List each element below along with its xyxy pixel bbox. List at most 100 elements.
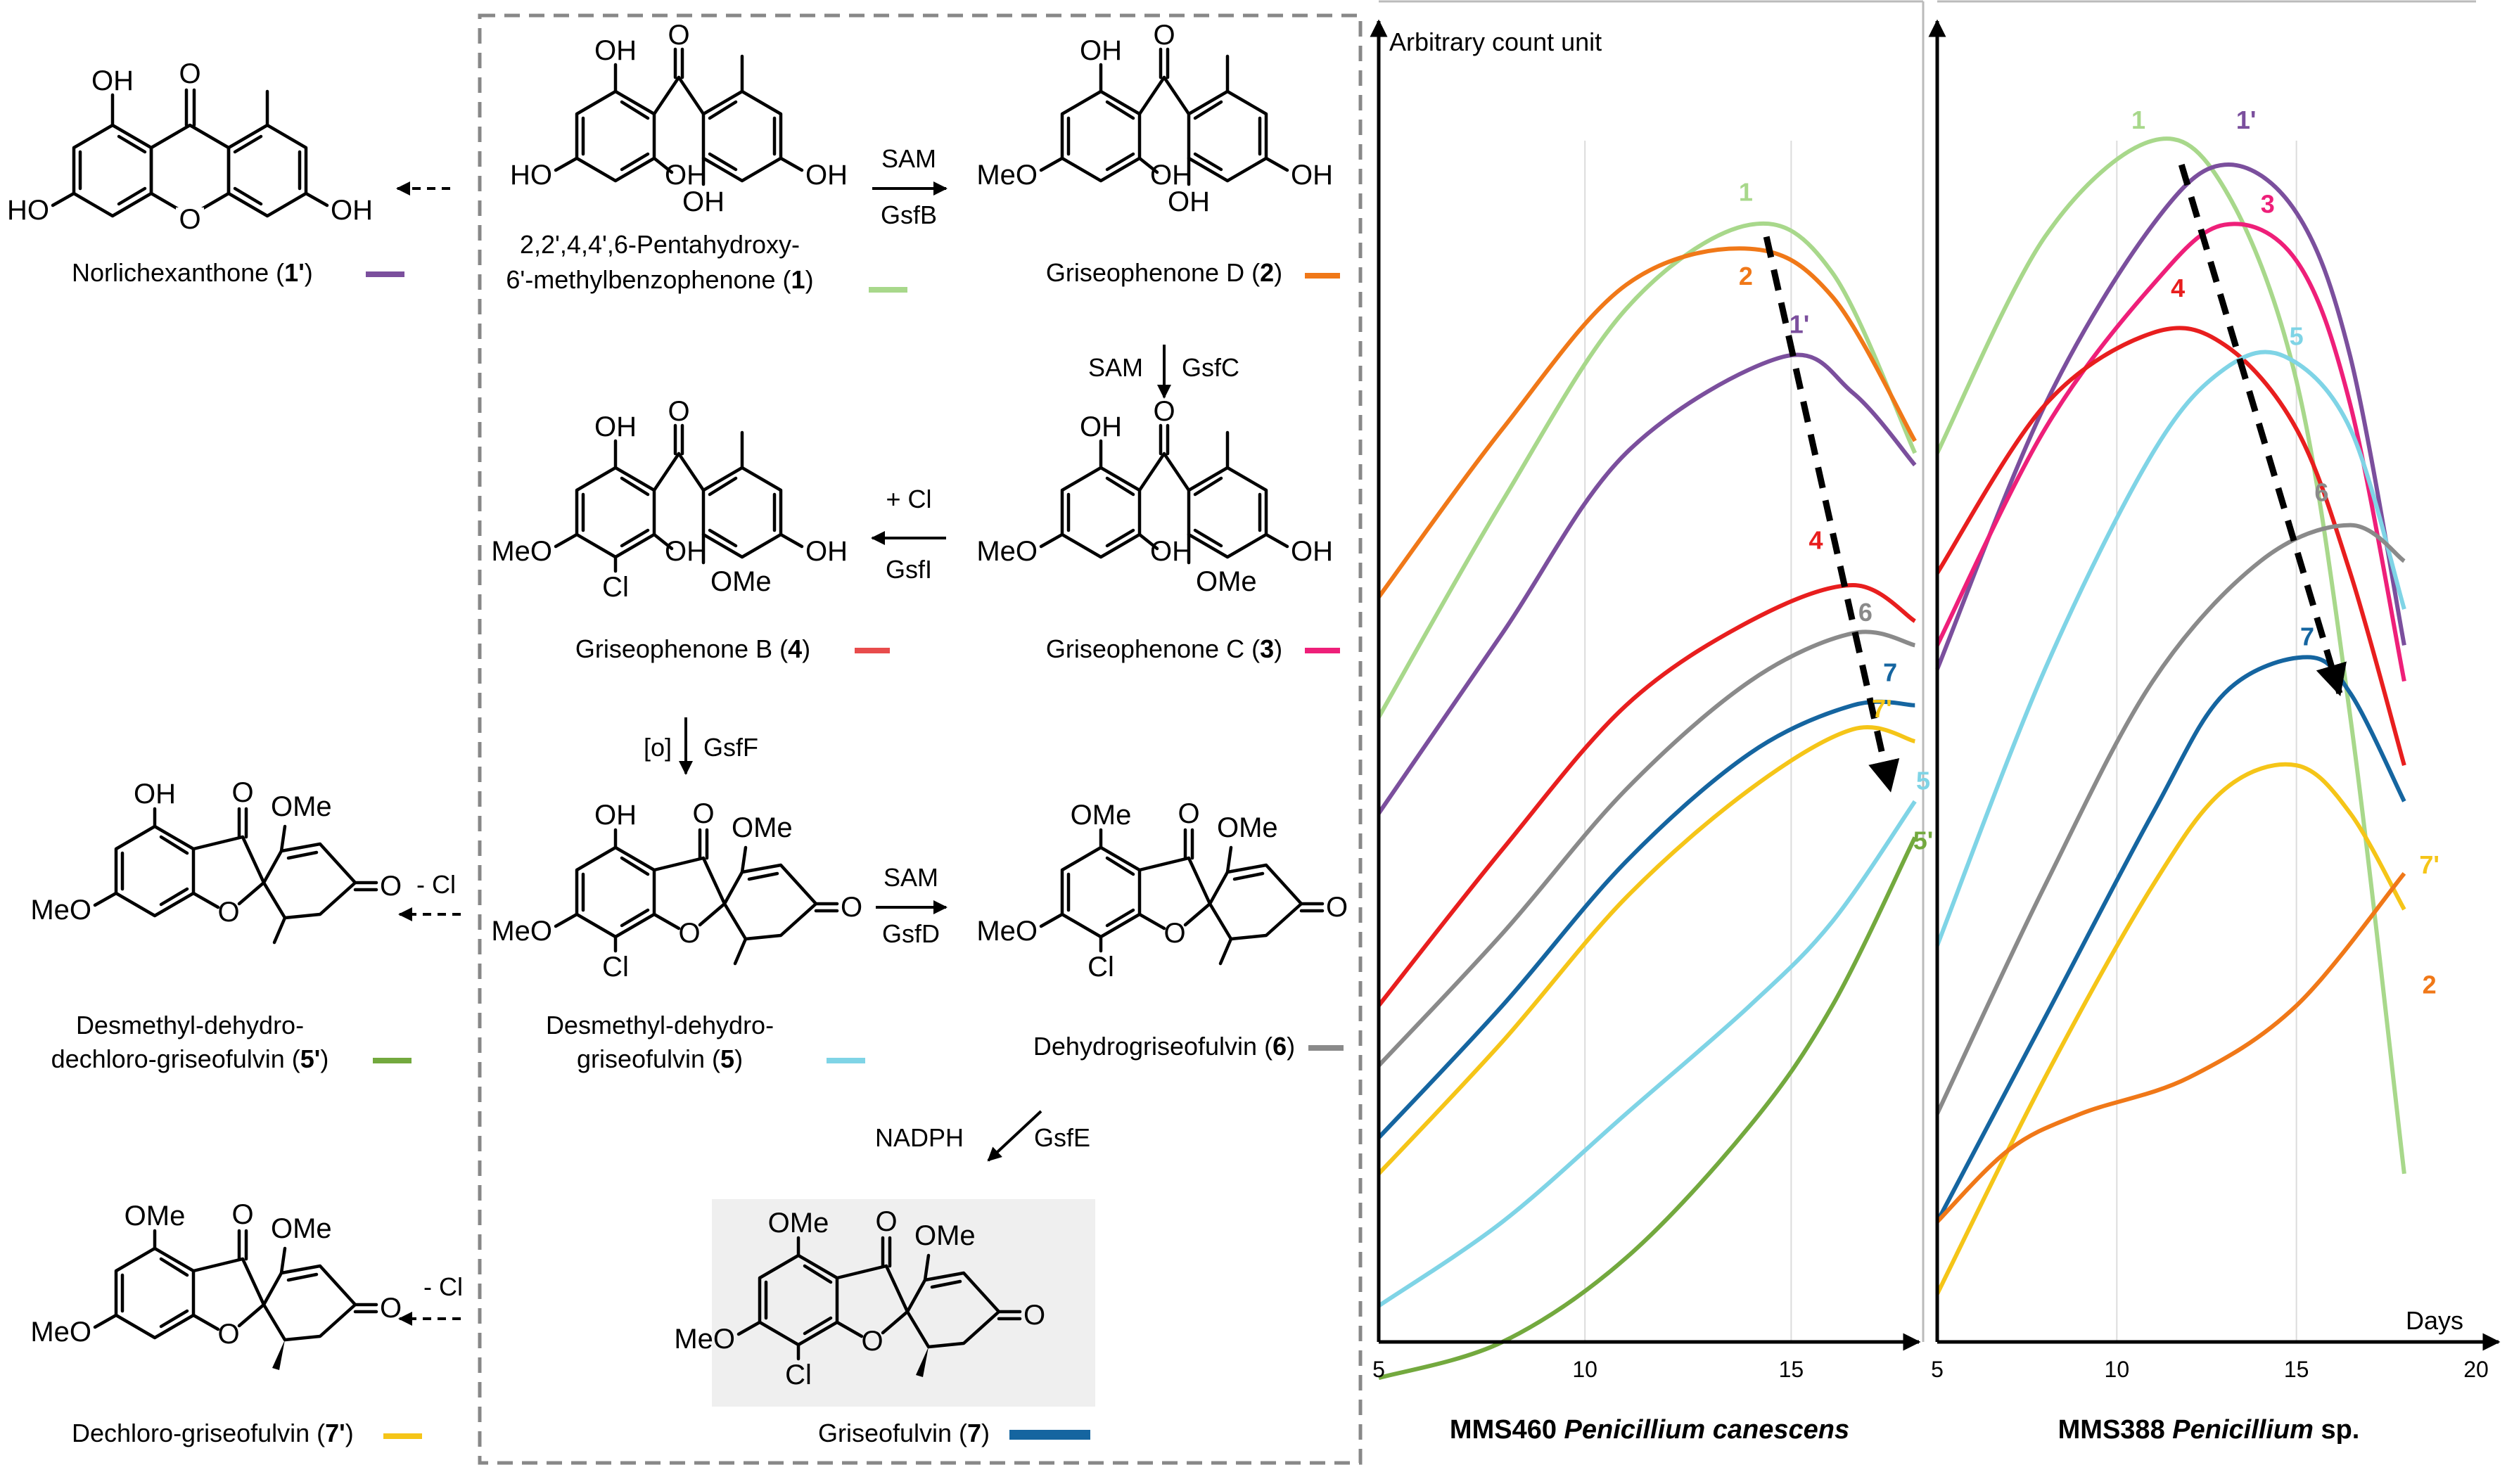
compound-5-structure <box>554 828 839 966</box>
compound-3-structure <box>1039 423 1289 565</box>
atom-ome: OMe <box>768 1208 829 1239</box>
series-line-7 <box>1935 655 2406 1223</box>
atom-ho: HO <box>7 195 49 226</box>
reagent-cl: + Cl <box>886 485 931 513</box>
atom-oh: OH <box>91 65 134 96</box>
compound-3-label: Griseophenone C (3) <box>1046 634 1282 663</box>
series-label: 1' <box>2236 105 2257 134</box>
atom-o: O <box>1326 892 1348 923</box>
enzyme-gsfd: GsfD <box>882 919 940 948</box>
atom-oh: OH <box>1080 35 1122 66</box>
atom-meo: MeO <box>976 916 1038 947</box>
atom-o: O <box>217 897 239 928</box>
compound-2-structure <box>1039 47 1289 186</box>
series-label: 2 <box>2423 971 2437 999</box>
atom-ome: OMe <box>1217 812 1278 843</box>
enzyme-gsfi: GsfI <box>886 555 932 584</box>
series-line-6 <box>1377 629 1916 1068</box>
compound-1-label: 6'-methylbenzophenone (1) <box>506 265 813 294</box>
x-tick-label: 5 <box>1372 1357 1385 1382</box>
atom-cl: Cl <box>1087 952 1114 983</box>
x-axis-title: Days <box>2406 1306 2463 1335</box>
series-line-4 <box>1935 326 2406 767</box>
atom-o: O <box>217 1319 239 1350</box>
atom-o: O <box>861 1326 883 1357</box>
chart-title: MMS460 Penicillium canescens <box>1450 1415 1849 1445</box>
reagent-sam: SAM <box>1088 353 1143 382</box>
series-label: 5 <box>1916 766 1930 795</box>
atom-o: O <box>1023 1300 1045 1331</box>
series-label: 4 <box>1809 526 1823 555</box>
series-label: 7 <box>2300 622 2314 651</box>
atom-oh: OH <box>805 536 848 567</box>
trend-arrow <box>2178 163 2347 696</box>
series-lines <box>1377 221 1918 1381</box>
series-line-1 <box>1935 136 2406 1175</box>
atom-oh: OH <box>1080 411 1122 442</box>
atom-ome: OMe <box>271 1213 332 1244</box>
compound-4-structure <box>554 423 804 573</box>
x-tick-label: 10 <box>2105 1357 2130 1382</box>
atom-o: O <box>1153 20 1175 51</box>
reagent-oxidation: [o] <box>644 733 672 762</box>
atom-o: O <box>231 1199 253 1230</box>
series-line-2 <box>1935 872 2406 1224</box>
x-tick-label: 15 <box>1779 1357 1804 1382</box>
atom-o: O <box>668 20 689 51</box>
atom-oh: OH <box>1168 186 1210 217</box>
atom-cl: Cl <box>602 572 629 603</box>
atom-meo: MeO <box>976 536 1038 567</box>
series-line-6 <box>1935 523 2406 1115</box>
atom-ome: OMe <box>1196 566 1257 597</box>
atom-meo: MeO <box>674 1324 735 1355</box>
pathway-panel: O O OH HO OH Norlichexanthone (1') O OH … <box>7 13 1363 1465</box>
atom-oh: OH <box>134 779 176 810</box>
atom-o: O <box>1163 918 1185 949</box>
series-line-5 <box>1935 350 2406 947</box>
reagent-sam: SAM <box>883 863 938 892</box>
dechlorination-label: - Cl <box>423 1272 463 1301</box>
x-tick-label: 5 <box>1931 1357 1944 1382</box>
atom-o: O <box>179 58 200 89</box>
compound-5p-label: dechloro-griseofulvin (5') <box>51 1044 329 1073</box>
atom-o: O <box>841 892 862 923</box>
atom-oh: OH <box>665 160 707 191</box>
compound-5-label: griseofulvin (5) <box>577 1044 743 1073</box>
atom-o: O <box>179 204 200 235</box>
trend-arrow <box>1763 236 1900 793</box>
series-label: 1' <box>1790 309 1810 338</box>
atom-o: O <box>692 798 714 829</box>
y-axis-title: Arbitrary count unit <box>1389 27 1602 56</box>
pathway-box <box>478 13 1363 1465</box>
series-line-1 <box>1377 221 1918 719</box>
series-line-1p <box>1935 162 2406 670</box>
reagent-nadph: NADPH <box>875 1123 964 1152</box>
compound-5p-label: Desmethyl-dehydro- <box>76 1011 304 1040</box>
series-label: 3 <box>2261 189 2275 218</box>
series-label: 4 <box>2171 274 2185 302</box>
compound-6-label: Dehydrogriseofulvin (6) <box>1033 1032 1295 1061</box>
series-label: 7 <box>1883 658 1897 687</box>
atom-cl: Cl <box>602 952 629 983</box>
compound-6-structure <box>1039 828 1325 966</box>
series-line-1p <box>1377 352 1917 815</box>
series-label: 1 <box>1739 177 1753 206</box>
chart-title: MMS388 Penicillium sp. <box>2058 1415 2360 1445</box>
x-tick-label: 20 <box>2463 1357 2489 1382</box>
series-line-2 <box>1377 246 1917 599</box>
atom-oh: OH <box>682 186 725 217</box>
atom-oh: OH <box>331 195 373 226</box>
compound-7p-label: Dechloro-griseofulvin (7') <box>72 1419 354 1447</box>
atom-o: O <box>1153 396 1175 427</box>
norlichexanthone-structure <box>51 88 329 218</box>
enzyme-gsff: GsfF <box>703 733 758 762</box>
compound-4-label: Griseophenone B (4) <box>575 634 810 663</box>
atom-oh: OH <box>1150 160 1192 191</box>
atom-oh: OH <box>594 800 637 831</box>
